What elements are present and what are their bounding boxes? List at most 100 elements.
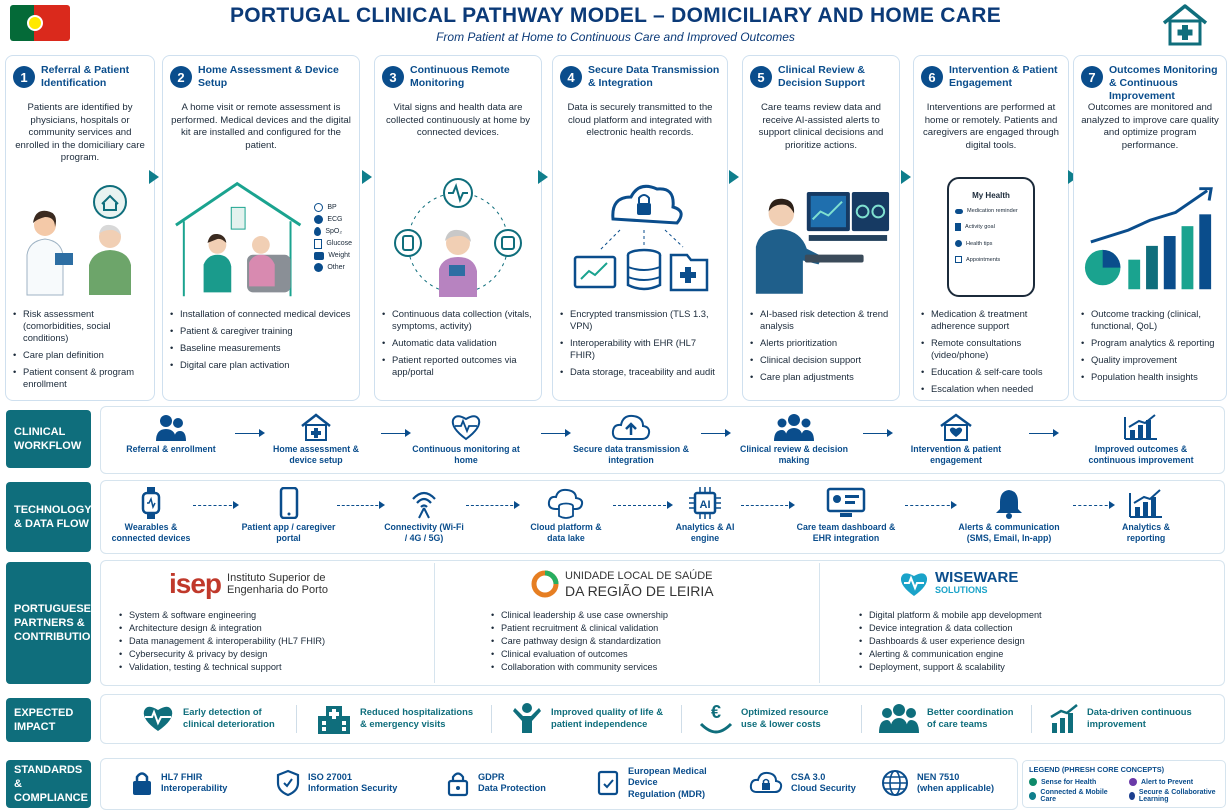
arrow-icon bbox=[193, 501, 239, 509]
app-row: Medication reminder bbox=[967, 208, 1018, 214]
data-lock-icon bbox=[447, 772, 469, 797]
device-label: Other bbox=[327, 263, 345, 271]
standard-item: NEN 7510(when applicable) bbox=[881, 759, 994, 807]
standards-label: STANDARDS & COMPLIANCE bbox=[6, 760, 91, 808]
tech-item: Wearables & connected devices bbox=[106, 487, 196, 544]
legend-item: Sense for Health bbox=[1029, 778, 1119, 786]
growth-chart-icon bbox=[1124, 414, 1157, 440]
arrow-icon bbox=[466, 501, 520, 509]
arrow-icon bbox=[1029, 429, 1059, 437]
standard-name: HL7 FHIR bbox=[161, 771, 203, 782]
step-description: Vital signs and health data are collecte… bbox=[386, 102, 530, 138]
standard-name: GDPR bbox=[478, 771, 505, 782]
arrow-icon bbox=[381, 429, 411, 437]
list-item: Care pathway design & standardization bbox=[491, 635, 801, 648]
step-description: Outcomes are monitored and analyzed to i… bbox=[1081, 102, 1219, 151]
workflow-item-label: Continuous monitoring at home bbox=[412, 444, 520, 465]
tech-item-label: Analytics & reporting bbox=[1122, 522, 1170, 543]
workflow-item-label: Secure data transmission & integration bbox=[573, 444, 689, 465]
workflow-item-label: Referral & enrollment bbox=[126, 444, 216, 454]
isep-logo: isep bbox=[169, 568, 222, 599]
step-number: 1 bbox=[13, 66, 35, 88]
partner-wiseware: WISEWARE SOLUTIONS Digital platform & mo… bbox=[849, 561, 1209, 681]
step-description: Patients are identified by physicians, h… bbox=[15, 102, 145, 163]
step-title: Secure Data Transmission & Integration bbox=[588, 64, 720, 89]
home-care-icon bbox=[1162, 4, 1208, 46]
standard-name: CSA 3.0 bbox=[791, 771, 826, 782]
hospital-icon bbox=[318, 706, 350, 734]
step-1-card: 1 Referral & Patient Identification Patie… bbox=[5, 55, 155, 401]
list-item: Validation, testing & technical support bbox=[119, 661, 424, 674]
tech-item-label: Alerts & communication (SMS, Email, In-a… bbox=[958, 522, 1060, 543]
legend-dot bbox=[1029, 778, 1037, 786]
step-number: 5 bbox=[750, 66, 772, 88]
legend-dot bbox=[1129, 792, 1135, 800]
pill-icon bbox=[955, 208, 963, 214]
euro-hand-icon: € bbox=[699, 702, 733, 734]
list-item: Patient & caregiver training bbox=[170, 325, 352, 337]
list-item: Clinical leadership & use case ownership bbox=[491, 609, 801, 622]
impact-label: Early detection of clinical deterioratio… bbox=[183, 706, 275, 729]
arrow-icon bbox=[541, 429, 571, 437]
list-item: AI-based risk detection & trend analysis bbox=[750, 308, 892, 332]
tech-item-label: Care team dashboard & EHR integration bbox=[796, 522, 896, 543]
expected-impact-row: Early detection of clinical deterioratio… bbox=[100, 694, 1225, 744]
workflow-item: Secure data transmission & integration bbox=[571, 413, 691, 466]
list-item: Clinical decision support bbox=[750, 354, 892, 366]
list-item: Architecture design & integration bbox=[119, 622, 424, 635]
remote-monitoring-illustration bbox=[382, 172, 534, 302]
list-item: Installation of connected medical device… bbox=[170, 308, 352, 320]
step-description: Care teams review data and receive AI-as… bbox=[758, 102, 884, 151]
legend-item: Secure & Collaborative Learning bbox=[1129, 789, 1219, 803]
list-item: Data management & interoperability (HL7 … bbox=[119, 635, 424, 648]
legend-item: Connected & Mobile Care bbox=[1029, 789, 1119, 803]
legend-label: Secure & Collaborative Learning bbox=[1138, 789, 1216, 803]
list-item: Interoperability with EHR (HL7 FHIR) bbox=[560, 337, 720, 361]
list-item: Cybersecurity & privacy by design bbox=[119, 648, 424, 661]
data-growth-icon bbox=[1050, 704, 1078, 733]
flow-arrow-icon bbox=[149, 170, 159, 184]
home-medical-icon bbox=[301, 413, 331, 441]
legend: LEGEND (PHRESH CORE CONCEPTS) Sense for … bbox=[1022, 760, 1226, 808]
impact-item: Better coordination of care teams bbox=[879, 695, 1022, 741]
portugal-flag bbox=[10, 5, 70, 41]
list-item: Outcome tracking (clinical, functional, … bbox=[1081, 308, 1219, 332]
impact-item: Reduced hospitalizations & emergency vis… bbox=[316, 695, 475, 741]
standard-sub: Cloud Security bbox=[791, 783, 856, 793]
workflow-item: Referral & enrollment bbox=[116, 413, 226, 455]
globe-icon bbox=[882, 770, 908, 796]
uls-leiria-logo-text: UNIDADE LOCAL DE SAÚDE bbox=[565, 570, 713, 582]
heart-monitor-icon bbox=[451, 415, 481, 441]
ecg-icon bbox=[314, 214, 324, 224]
partner-name: DA REGIÃO DE LEIRIA bbox=[565, 583, 714, 599]
arrow-icon bbox=[613, 501, 673, 509]
standard-name: NEN 7510 bbox=[917, 771, 960, 782]
flow-arrow-icon bbox=[729, 170, 739, 184]
page-title: PORTUGAL CLINICAL PATHWAY MODEL – DOMICI… bbox=[229, 4, 1002, 27]
arrow-icon bbox=[905, 501, 957, 509]
standard-sub: Data Protection bbox=[478, 783, 546, 793]
impact-label: Optimized resource use & lower costs bbox=[741, 706, 829, 729]
list-item: Patient recruitment & clinical validatio… bbox=[491, 622, 801, 635]
step-title: Intervention & Patient Engagement bbox=[949, 64, 1058, 89]
tech-item-label: Patient app / caregiver portal bbox=[241, 522, 336, 543]
step-description: A home visit or remote assessment is per… bbox=[171, 102, 351, 151]
standard-sub: Interoperability bbox=[161, 783, 228, 793]
list-item: Alerts prioritization bbox=[750, 337, 892, 349]
wiseware-heart-logo-icon bbox=[900, 573, 928, 596]
tech-item: AI Analytics & AI engine bbox=[673, 487, 737, 544]
cloud-integration-illustration bbox=[560, 172, 720, 302]
flow-arrow-icon bbox=[901, 170, 911, 184]
step-description: Interventions are performed at home or r… bbox=[922, 102, 1059, 151]
list-item: Patient consent & program enrollment bbox=[13, 366, 147, 390]
step-title: Referral & Patient Identification bbox=[41, 64, 130, 89]
device-label: Weight bbox=[328, 252, 350, 259]
workflow-item: Improved outcomes & continuous improveme… bbox=[1076, 413, 1206, 466]
shield-icon bbox=[276, 769, 300, 797]
tech-item: Alerts & communication (SMS, Email, In-a… bbox=[949, 487, 1069, 544]
